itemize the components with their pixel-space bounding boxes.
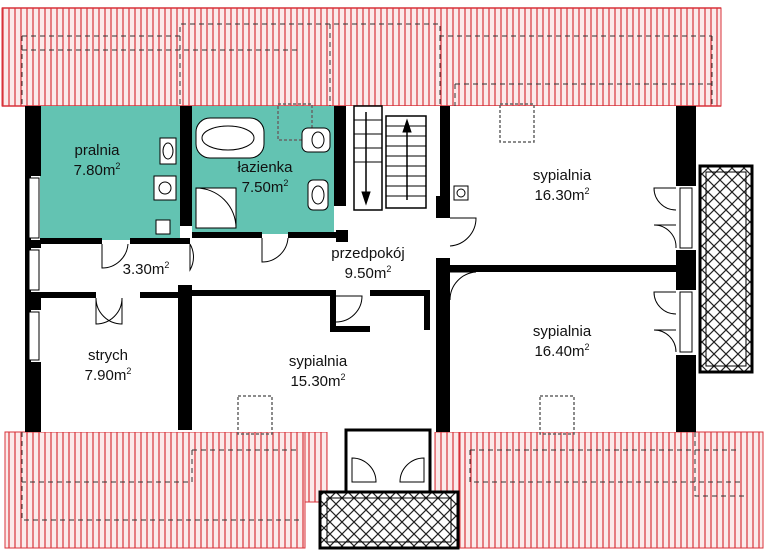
room-area-value: 15.30 xyxy=(290,373,328,390)
room-area-sypialnia1: 16.30m2 xyxy=(534,186,589,204)
room-area-unit: m xyxy=(374,265,387,282)
balcony-bottom xyxy=(318,490,460,550)
room-name-sypialnia2: sypialnia xyxy=(533,323,592,340)
room-area-sypialnia2: 16.40m2 xyxy=(534,342,589,360)
room-area-przedpokoj: 9.50m2 xyxy=(345,264,392,282)
room-area-value: 9.50 xyxy=(345,265,374,282)
room-area-superscript: 2 xyxy=(164,260,169,270)
staircase xyxy=(353,105,427,211)
room-area-superscript: 2 xyxy=(115,161,120,171)
room-name-sypialnia1: sypialnia xyxy=(533,167,592,184)
room-area-unit: m xyxy=(103,162,116,179)
room-area-korytarz: 3.30m2 xyxy=(123,260,170,278)
room-area-unit: m xyxy=(152,261,165,278)
roof-top xyxy=(1,7,722,107)
room-area-unit: m xyxy=(328,373,341,390)
roof-bottom-left xyxy=(4,431,306,549)
room-area-unit: m xyxy=(114,367,127,384)
room-area-pralnia: 7.80m2 xyxy=(74,161,121,179)
roof-dormer-sides xyxy=(304,431,461,503)
room-area-unit: m xyxy=(572,187,585,204)
room-area-value: 16.30 xyxy=(534,187,572,204)
room-area-superscript: 2 xyxy=(341,372,346,382)
room-name-lazienka: łazienka xyxy=(237,159,293,176)
walls xyxy=(25,106,696,432)
windows xyxy=(28,177,693,361)
skylights xyxy=(237,103,575,435)
room-area-value: 7.90 xyxy=(85,367,114,384)
room-area-lazienka: 7.50m2 xyxy=(242,178,289,196)
sanitary-fixtures xyxy=(153,117,469,235)
roof-bottom-right xyxy=(459,431,764,549)
room-name-pralnia: pralnia xyxy=(74,142,120,159)
room-area-value: 7.50 xyxy=(242,179,271,196)
balcony-right xyxy=(698,164,754,374)
room-area-sypialnia3: 15.30m2 xyxy=(290,372,345,390)
room-area-value: 7.80 xyxy=(74,162,103,179)
room-area-strych: 7.90m2 xyxy=(85,366,132,384)
room-area-unit: m xyxy=(271,179,284,196)
room-name-przedpokoj: przedpokój xyxy=(331,245,404,262)
room-area-superscript: 2 xyxy=(283,178,288,188)
room-area-superscript: 2 xyxy=(386,264,391,274)
room-area-value: 16.40 xyxy=(534,343,572,360)
room-area-superscript: 2 xyxy=(585,342,590,352)
room-area-superscript: 2 xyxy=(126,366,131,376)
doors xyxy=(95,187,677,494)
room-area-unit: m xyxy=(572,343,585,360)
laundry-floor xyxy=(40,106,180,240)
room-name-strych: strych xyxy=(88,347,128,364)
room-area-superscript: 2 xyxy=(585,186,590,196)
room-name-sypialnia3: sypialnia xyxy=(289,353,348,370)
room-area-value: 3.30 xyxy=(123,261,152,278)
